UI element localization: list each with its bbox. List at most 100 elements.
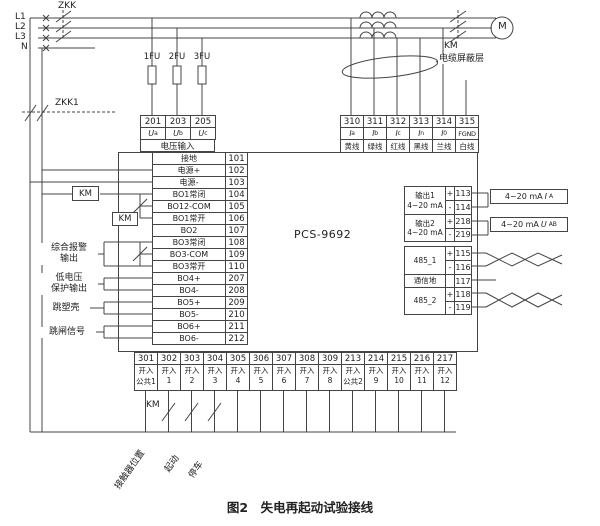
terminal-number: 303 <box>181 353 203 365</box>
comm-terminals: +115 -116 <box>445 247 471 274</box>
ext-subscript: A <box>549 193 554 200</box>
di-label: 开入 <box>184 366 200 375</box>
terminal-number: 214 <box>365 353 387 365</box>
terminal-number: 113 <box>454 187 471 200</box>
di-index: 6 <box>281 376 287 385</box>
di-index: 8 <box>327 376 333 385</box>
rs485-twisted-pair-wires <box>472 252 563 308</box>
terminal-label: 电源+ <box>153 165 226 177</box>
ext-subscript: AB <box>548 221 557 228</box>
comm-name: 485_1 <box>405 247 445 274</box>
terminal-number: 207 <box>226 273 248 285</box>
ext-symbol: I <box>544 192 548 201</box>
terminal-number: 312 <box>387 116 410 128</box>
fuse-symbols <box>147 65 207 85</box>
km-coil-box: KM <box>72 186 99 201</box>
phase-label-n: N <box>20 42 29 53</box>
comm-label: 485_2 <box>413 296 437 306</box>
terminal-number: 213 <box>342 353 364 365</box>
terminal-number: 219 <box>454 228 471 241</box>
terminal-number: 115 <box>454 247 471 260</box>
comm-block: 485_1 +115 -116 通信地 117 485_2 +118 -119 <box>404 246 472 315</box>
wire-color-label: 白线 <box>456 140 479 153</box>
terminal-number: 118 <box>454 288 471 301</box>
comm-name: 通信地 <box>405 275 445 287</box>
comm-label: 通信地 <box>413 276 437 286</box>
terminal-label: BO3常闭 <box>153 237 226 249</box>
di-wires <box>30 390 456 433</box>
terminal-label: 接地 <box>153 153 226 165</box>
analog-output-row: 输出1 4~20 mA +113 -114 <box>405 187 471 214</box>
fuse-label-2fu: 2FU <box>168 52 186 62</box>
fuse-label-3fu: 3FU <box>193 52 211 62</box>
voltage-input-title: 电压输入 <box>140 139 215 152</box>
di-index: 12 <box>440 376 450 385</box>
start-label: 起动 <box>163 453 182 475</box>
polarity-sign: + <box>446 189 454 198</box>
di-index: 4 <box>235 376 241 385</box>
breaker-zkk-symbol <box>55 10 72 43</box>
terminal-number: 212 <box>226 333 248 345</box>
figure-caption: 图2 失电再起动试验接线 <box>226 500 374 515</box>
terminal-row: BO4-208 <box>153 285 248 297</box>
terminal-x-marks <box>42 14 50 52</box>
analog-output-row: 输出2 4~20 mA +218 -219 <box>405 214 471 241</box>
terminal-number: 114 <box>454 201 471 214</box>
contactor-km-symbol <box>449 10 467 43</box>
motor-circle <box>490 16 514 40</box>
terminal-number: 302 <box>158 353 180 365</box>
terminal-number: 109 <box>226 249 248 261</box>
terminal-number: 209 <box>226 297 248 309</box>
polarity-sign: - <box>448 203 452 212</box>
low-voltage-label-line2: 保护输出 <box>50 284 87 294</box>
analog-output-block: 输出1 4~20 mA +113 -114 输出2 4~20 mA +218 -… <box>404 186 472 242</box>
comm-terminals: 117 <box>445 275 471 287</box>
output-name: 输出1 4~20 mA <box>405 187 445 214</box>
terminal-label: 电源- <box>153 177 226 189</box>
supply-branches <box>30 169 152 195</box>
comm-name: 485_2 <box>405 288 445 314</box>
km-contact-box: KM <box>112 212 138 226</box>
terminal-cell: -116 <box>446 260 471 274</box>
di-index: 9 <box>373 376 379 385</box>
comm-terminals: +118 -119 <box>445 288 471 314</box>
low-voltage-output-label: 低电压 保护输出 <box>40 273 98 295</box>
terminal-number: 314 <box>433 116 456 128</box>
terminal-number: 309 <box>319 353 341 365</box>
terminal-label: BO6- <box>153 333 226 345</box>
trip-case-label: 跳塑壳 <box>44 303 88 314</box>
rs485-1-row: 485_1 +115 -116 <box>405 247 471 274</box>
device-box <box>118 152 478 352</box>
terminal-number: 308 <box>296 353 318 365</box>
terminal-number: 305 <box>227 353 249 365</box>
terminal-number: 103 <box>226 177 248 189</box>
terminal-label: BO2 <box>153 225 226 237</box>
output-range: 4~20 mA <box>407 200 443 210</box>
breaker-zkk1-label: ZKK1 <box>54 98 80 109</box>
terminal-number: 104 <box>226 189 248 201</box>
terminal-label: BO3常开 <box>153 261 226 273</box>
terminal-number: 102 <box>226 165 248 177</box>
rs485-2-row: 485_2 +118 -119 <box>405 287 471 314</box>
alarm-output-label-line1: 综合报警 <box>50 243 87 253</box>
bo1-contact-symbol <box>132 194 152 219</box>
wire-color-label: 红线 <box>387 140 410 153</box>
